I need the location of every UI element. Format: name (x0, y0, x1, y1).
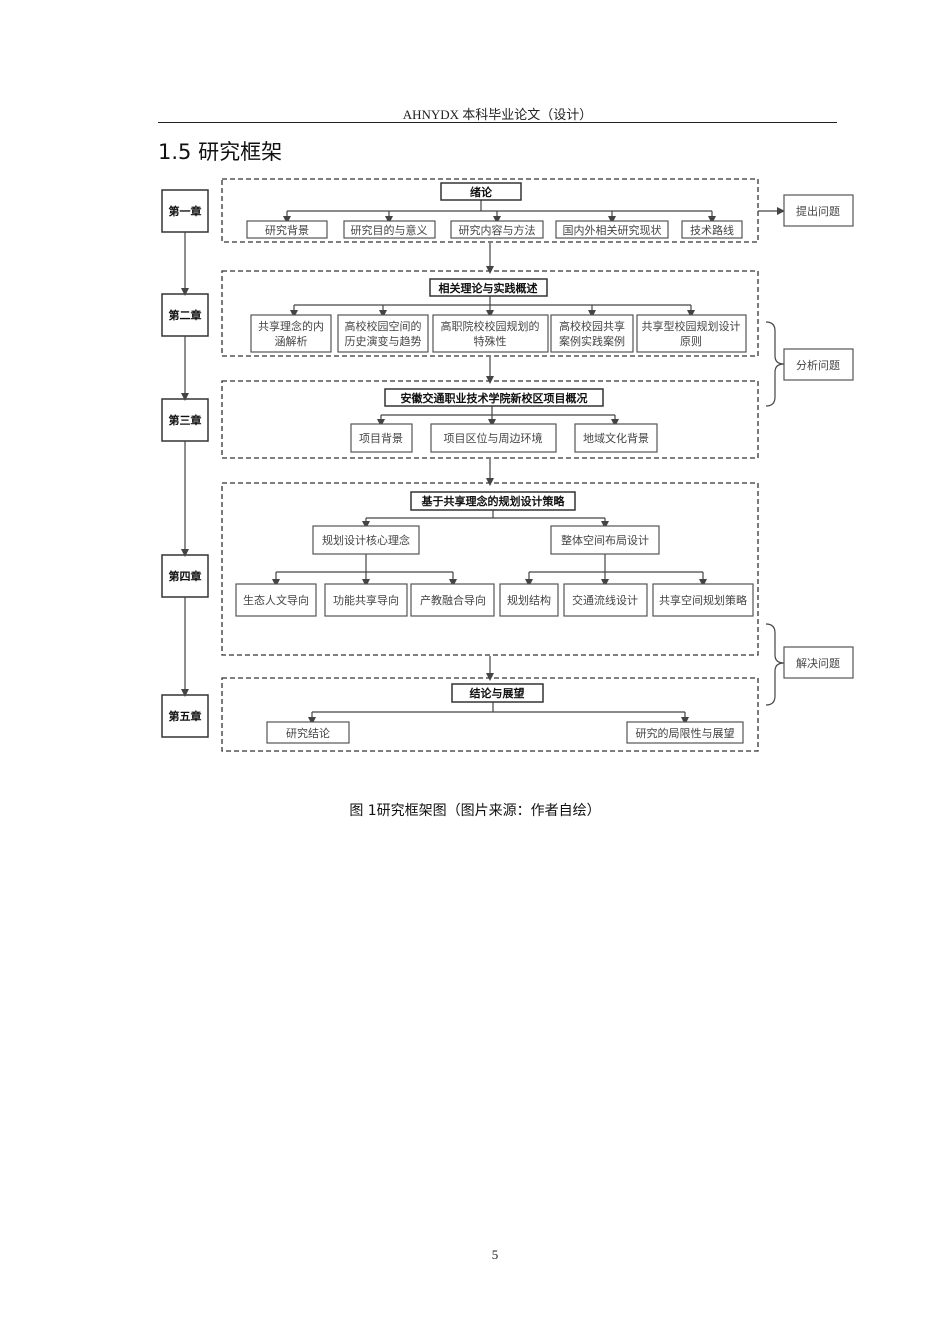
ch4-right-item-2: 交通流线设计 (572, 593, 638, 607)
side-label-box-1 (783, 194, 854, 227)
chapter-box-1 (161, 189, 209, 233)
ch5-item-box-1 (266, 721, 350, 744)
ch3-item-box-1 (350, 423, 413, 453)
ch2-item-box-3 (432, 314, 549, 353)
ch1-item-1: 研究背景 (265, 223, 309, 237)
ch4-right-title: 整体空间布局设计 (561, 533, 649, 547)
ch2-item-5-line-2: 原则 (680, 335, 702, 348)
ch1-item-5: 技术路线 (690, 223, 734, 237)
side-label-box-3 (783, 646, 854, 679)
ch2-item-box-5 (636, 314, 747, 353)
ch3-item-box-2 (430, 423, 557, 453)
ch2-item-2-line-1: 高校校园空间的 (345, 319, 422, 333)
ch4-left-item-2: 功能共享导向 (333, 593, 399, 607)
ch2-item-3-line-1: 高职院校校园规划的 (441, 319, 540, 333)
side-label-box-2 (783, 348, 854, 381)
ch1-tree (283, 200, 716, 224)
ch3-title: 安徽交通职业技术学院新校区项目概况 (401, 391, 588, 405)
chapter-label-1: 第一章 (169, 204, 202, 218)
ch2-item-box-1 (250, 314, 332, 353)
ch3-tree (377, 406, 619, 427)
ch4-left-item-1: 生态人文导向 (243, 593, 309, 607)
ch2-item-2-line-2: 历史演变与趋势 (345, 334, 422, 348)
ch1-item-3: 研究内容与方法 (459, 223, 536, 237)
ch4-left-item-box-3 (410, 583, 495, 617)
group-frame-ch1 (221, 178, 759, 243)
ch2-tree (290, 296, 695, 318)
ch4-left-title: 规划设计核心理念 (322, 533, 410, 547)
ch4-right-item-box-3 (652, 583, 754, 617)
ch1-item-box-4 (555, 220, 669, 239)
ch2-item-box-4 (550, 314, 634, 353)
chapter-label-3: 第三章 (169, 413, 202, 427)
page-header: AHNYDX 本科毕业论文（设计） (402, 107, 593, 122)
ch2-item-4-line-1: 高校校园共享 (559, 319, 625, 333)
ch4-left-item-3: 产教融合导向 (420, 593, 486, 607)
ch4-right-item-1: 规划结构 (507, 593, 551, 607)
ch5-title: 结论与展望 (469, 686, 525, 700)
chapter-label-4: 第四章 (169, 569, 202, 583)
ch1-item-box-2 (343, 220, 436, 239)
ch2-item-4-line-2: 案例实践案例 (559, 334, 625, 348)
figure-caption: 图 1研究框架图（图片来源：作者自绘） (349, 803, 601, 819)
ch1-item-box-1 (246, 220, 328, 239)
ch5-title-box (451, 683, 544, 703)
ch3-title-box (384, 388, 604, 407)
ch2-item-5-line-1: 共享型校园规划设计 (642, 319, 741, 333)
ch4-right-item-box-2 (563, 583, 648, 617)
page-number: 5 (491, 1247, 499, 1262)
ch4-tree (272, 510, 707, 587)
ch3-item-3: 地域文化背景 (583, 431, 649, 445)
ch4-right-title-box (550, 525, 660, 555)
ch4-left-item-box-2 (324, 583, 408, 617)
ch3-item-1: 项目背景 (359, 431, 403, 445)
ch5-tree (308, 702, 689, 725)
ch3-item-box-3 (574, 423, 658, 453)
ch4-title: 基于共享理念的规划设计策略 (421, 494, 566, 508)
ch1-item-4: 国内外相关研究现状 (563, 223, 662, 237)
ch3-item-2: 项目区位与周边环境 (444, 431, 543, 445)
ch1-title: 绪论 (470, 185, 493, 199)
ch4-right-item-3: 共享空间规划策略 (659, 593, 747, 607)
ch4-left-item-box-1 (235, 583, 317, 617)
side-label-propose: 提出问题 (796, 204, 840, 218)
chapter-label-2: 第二章 (169, 308, 202, 322)
ch2-item-3-line-2: 特殊性 (474, 334, 507, 348)
ch2-title-box (429, 278, 548, 297)
ch2-title: 相关理论与实践概述 (439, 281, 538, 295)
ch5-item-1: 研究结论 (286, 726, 330, 740)
ch5-item-2: 研究的局限性与展望 (636, 726, 735, 740)
ch2-item-box-2 (337, 314, 429, 353)
ch5-item-box-2 (626, 721, 744, 744)
chapter-label-5: 第五章 (169, 709, 202, 723)
ch4-right-item-box-1 (499, 583, 559, 617)
ch2-item-1-line-2: 涵解析 (275, 334, 308, 348)
side-label-analyze: 分析问题 (796, 358, 840, 372)
ch2-item-1-line-1: 共享理念的内 (258, 319, 324, 333)
ch1-item-box-5 (681, 220, 743, 239)
ch1-item-2: 研究目的与意义 (351, 223, 428, 237)
ch4-title-box (410, 491, 576, 511)
ch1-item-box-3 (450, 220, 544, 239)
header-rule (158, 122, 837, 123)
ch1-title-box (440, 182, 522, 201)
solve-brace (765, 623, 785, 706)
section-title: 1.5 研究框架 (158, 140, 283, 164)
side-label-solve: 解决问题 (796, 656, 840, 670)
analyze-brace (765, 321, 785, 407)
ch4-left-title-box (312, 525, 420, 555)
research-framework-diagram: 第一章 第二章 第三章 第四章 第五章 绪论 (161, 178, 854, 752)
chapter-column (161, 189, 209, 738)
